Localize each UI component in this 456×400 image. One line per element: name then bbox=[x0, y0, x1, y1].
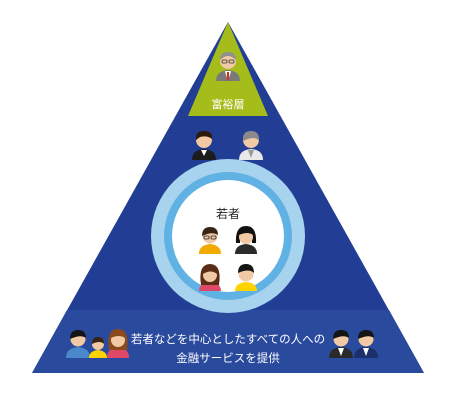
young-woman-bob-icon bbox=[235, 226, 257, 254]
young-man-yellow-icon bbox=[235, 264, 257, 291]
man-blue-icon bbox=[66, 330, 90, 358]
pyramid-bottom-band bbox=[32, 310, 424, 373]
young-woman-long-hair-icon bbox=[199, 264, 221, 291]
woman-pink-icon bbox=[107, 329, 129, 358]
young-man-glasses-icon bbox=[199, 227, 221, 254]
man-gray-hair-icon bbox=[239, 131, 263, 160]
top-tier-label: 富裕層 bbox=[211, 98, 245, 111]
bottom-caption-line1: 若者などを中心としたすべての人への bbox=[130, 332, 326, 346]
man-dark-hair-icon bbox=[192, 131, 216, 160]
man-navy-icon bbox=[354, 330, 378, 358]
man-suit-icon bbox=[329, 330, 353, 358]
center-circle-label: 若者 bbox=[215, 207, 240, 221]
center-inner-circle bbox=[172, 180, 284, 292]
child-yellow-icon bbox=[89, 337, 107, 358]
businessman-glasses-icon bbox=[216, 52, 240, 81]
bottom-caption-line2: 金融サービスを提供 bbox=[176, 351, 280, 365]
